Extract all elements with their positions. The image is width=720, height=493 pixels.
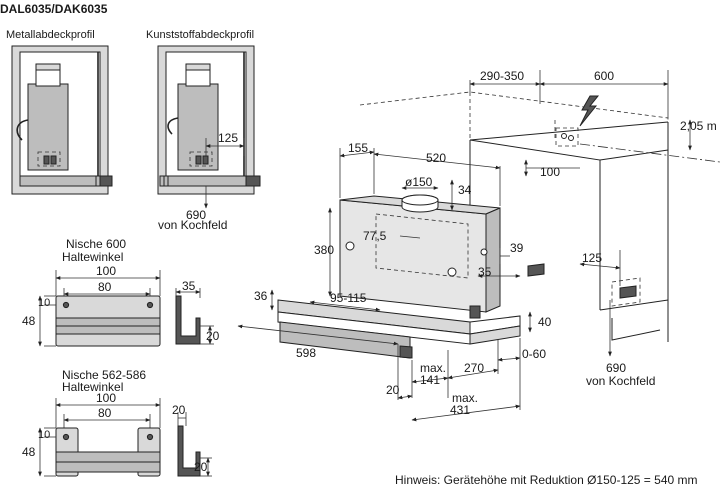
dim-39: 39 [510,241,524,255]
bracket-600-side-20: 20 [206,329,220,343]
dim-598: 598 [296,346,316,360]
bracket-562-width-80: 80 [98,406,112,420]
bracket-562-side-20-top: 20 [172,403,186,417]
bracket-600-height-48: 48 [22,314,36,328]
main-installation-figure [237,70,720,422]
bracket-600-side-35: 35 [182,279,196,293]
dim-95-115: 95-115 [330,291,367,305]
plastic-profile-figure [157,45,261,209]
bracket-600-title: Nische 600 [66,237,126,251]
dim-0-60: 0-60 [522,347,546,361]
dim-380: 380 [314,243,334,257]
dim-max-431-label: max. [452,391,478,405]
bracket-600-width-100: 100 [96,264,116,278]
dim-155: 155 [348,141,368,155]
profile-dim-125: 125 [218,131,238,145]
bracket-562-hole-10: 10 [38,429,50,441]
profile-dim-690-caption: von Kochfeld [158,218,227,232]
footnote: Hinweis: Gerätehöhe mit Reduktion Ø150-1… [395,473,698,487]
bracket-562-side-20: 20 [194,460,208,474]
bracket-562-title: Nische 562-586 [62,368,146,382]
metal-profile-figure [11,45,113,195]
bracket-600-width-80: 80 [98,280,112,294]
dim-270: 270 [464,361,484,375]
dim-125: 125 [582,251,602,265]
model-title: DAL6035/DAK6035 [0,2,108,16]
profile-dim-690: 690 [186,208,206,222]
dim-40: 40 [538,315,552,329]
dim-600: 600 [594,69,614,83]
dim-690: 690 [606,361,626,375]
dim-141: 141 [420,373,440,387]
dim-100: 100 [540,165,560,179]
dim-max-141-label: max. [420,361,446,375]
dim-690-caption: von Kochfeld [586,374,655,388]
dim-36: 36 [254,289,268,303]
bracket-562-side [177,412,212,477]
dim-290-350: 290-350 [480,69,524,83]
bracket-562-width-100: 100 [96,391,116,405]
bracket-600-front [38,270,161,347]
bracket-600-side [175,288,214,345]
dim-431: 431 [450,403,470,417]
dim-2-05m: 2,05 m [680,119,717,133]
plastic-profile-label: Kunststoffabdeckprofil [146,29,254,41]
bracket-600-subtitle: Haltewinkel [62,250,123,264]
bracket-600-hole-10: 10 [38,297,50,309]
dim-20: 20 [386,383,400,397]
dim-diameter-150: ø150 [405,175,433,189]
dim-520: 520 [426,151,446,165]
bracket-562-front [38,398,161,477]
dim-34: 34 [458,183,472,197]
metal-profile-label: Metallabdeckprofil [6,29,95,41]
bracket-562-subtitle: Haltewinkel [62,380,123,394]
bracket-562-height-48: 48 [22,445,36,459]
dim-35: 35 [478,265,492,279]
dim-77-5: 77,5 [363,229,387,243]
